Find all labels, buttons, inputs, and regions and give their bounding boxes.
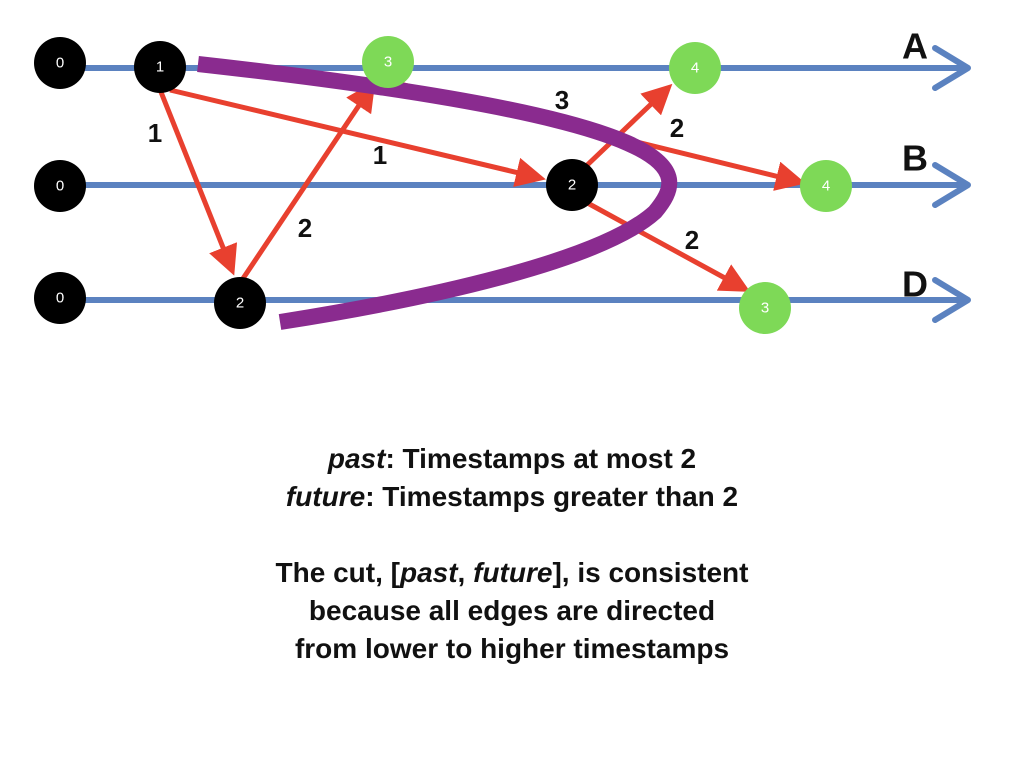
edge-a1-to-b2 (169, 87, 546, 188)
node-b0-label: 0 (56, 178, 64, 195)
caption-cut-prefix: The cut, [ (275, 557, 400, 588)
node-d2-label: 2 (236, 295, 244, 312)
edge-b2-to-d3 (580, 197, 751, 292)
node-d0-label: 0 (56, 290, 64, 307)
node-b2: 2 (546, 159, 598, 211)
cut-curve (197, 56, 678, 330)
caption-past-line: past: Timestamps at most 2 (0, 440, 1024, 478)
caption-cut-future: future (473, 557, 553, 588)
timeline-a (60, 45, 971, 91)
caption-cut-past: past (399, 557, 458, 588)
process-label-d: D (902, 264, 928, 305)
node-d3: 3 (739, 282, 791, 334)
edge-label-a3-b4: 3 (555, 85, 569, 115)
node-a3: 3 (362, 36, 414, 88)
caption-past-definition: : Timestamps at most 2 (385, 443, 697, 474)
caption-reason-line-1: because all edges are directed (308, 595, 716, 626)
edge-b2-to-a4 (580, 83, 673, 172)
node-a0: 0 (34, 37, 86, 89)
process-label-a: A (902, 26, 928, 67)
caption-cut-line: The cut, [past, future], is consistent (0, 554, 1024, 592)
edge-label-a1-b2: 1 (373, 140, 387, 170)
process-label-b: B (902, 138, 928, 179)
caption-cut-sep: , (457, 557, 474, 588)
node-a1-label: 1 (156, 59, 164, 76)
caption: past: Timestamps at most 2 future: Times… (0, 440, 1024, 668)
caption-cut-suffix: ], is consistent (552, 557, 749, 588)
node-a4-label: 4 (691, 60, 699, 77)
caption-future-term: future (285, 481, 366, 512)
edge-label-a1-d2: 1 (148, 118, 162, 148)
caption-reason-line-2: from lower to higher timestamps (294, 633, 730, 664)
node-d0: 0 (34, 272, 86, 324)
edge-label-b2-a4: 2 (670, 113, 684, 143)
node-b4-label: 4 (822, 178, 830, 195)
timeline-d (60, 277, 971, 323)
node-d2: 2 (214, 277, 266, 329)
edge-label-d2-a3: 2 (298, 213, 312, 243)
node-b4: 4 (800, 160, 852, 212)
node-b2-label: 2 (568, 177, 576, 194)
node-d3-label: 3 (761, 300, 769, 317)
caption-future-definition: : Timestamps greater than 2 (365, 481, 739, 512)
edge-label-b2-d3: 2 (685, 225, 699, 255)
node-a4: 4 (669, 42, 721, 94)
caption-past-term: past (327, 443, 386, 474)
edge-d2-to-a3 (237, 81, 376, 285)
caption-future-line: future: Timestamps greater than 2 (0, 478, 1024, 516)
node-a3-label: 3 (384, 54, 392, 71)
caption-spacer (0, 516, 1024, 554)
node-a0-label: 0 (56, 55, 64, 72)
edge-a1-to-d2 (154, 81, 238, 276)
node-a1: 1 (134, 41, 186, 93)
node-b0: 0 (34, 160, 86, 212)
